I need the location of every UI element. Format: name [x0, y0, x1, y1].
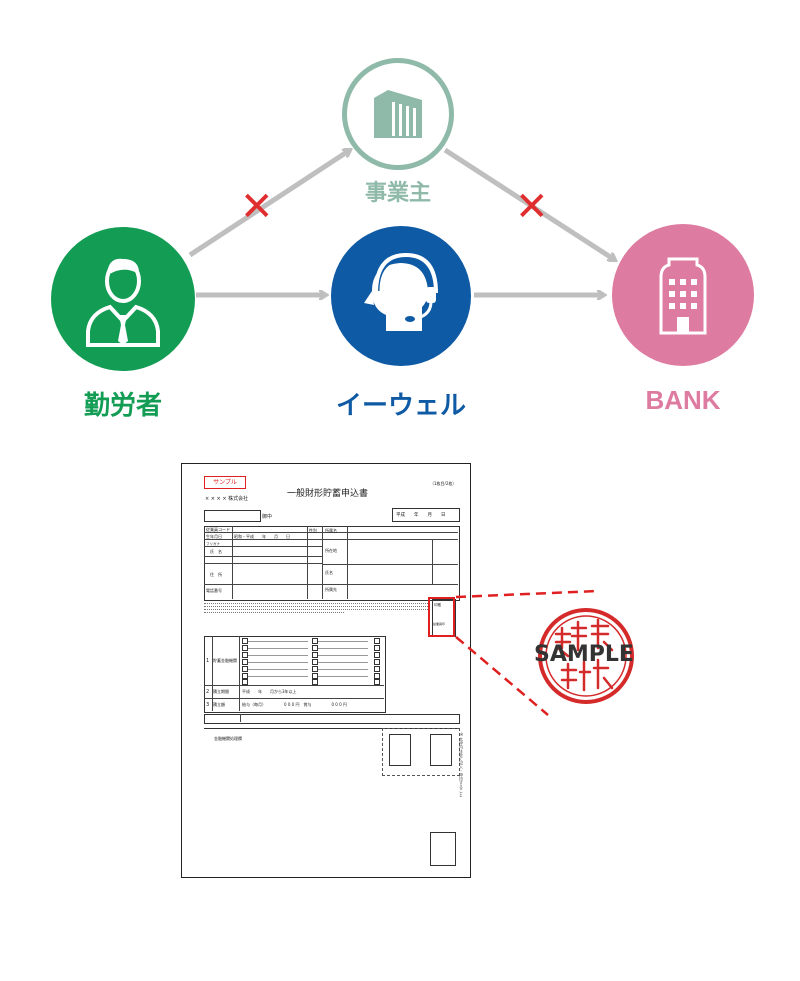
date-box	[392, 508, 460, 522]
section-number: 2	[206, 689, 210, 695]
bank-node	[612, 224, 754, 366]
building-icon	[374, 90, 422, 138]
flow-arrows	[188, 0, 800, 440]
arrow-worker-to-employer	[188, 150, 350, 258]
center-label: 所属名	[325, 528, 337, 533]
row-label: 従業員コード	[206, 527, 230, 532]
center-label: 所在地	[325, 548, 337, 553]
ewell-label: イーウェル	[335, 391, 466, 421]
row-label: 電話番号	[206, 588, 222, 593]
blocked-cross-icon: ✕	[515, 184, 549, 230]
row-label: 生年月日	[206, 534, 222, 539]
highlight-frame	[428, 597, 455, 637]
stamp-label: 印鑑	[434, 603, 441, 607]
section-number: 3	[206, 702, 210, 708]
section-number: 1	[206, 658, 210, 664]
birth-era: 昭和・平成 年 月 日	[234, 534, 290, 539]
seal-zoom: SAMPLE	[528, 598, 650, 716]
recipient-suffix: 御中	[262, 514, 273, 520]
zoom-connector	[455, 589, 599, 716]
section-name: 積立額	[213, 702, 225, 707]
row-label: 氏 名	[210, 549, 222, 554]
date-text: 平成 年 月 日	[396, 513, 446, 518]
bank-stamp-box	[430, 734, 452, 766]
stamp-note: 従業員印	[433, 622, 446, 626]
center-label: 性別	[309, 528, 317, 533]
headset-operator-icon	[364, 252, 438, 331]
bottom-bar	[204, 714, 460, 724]
sample-badge: サンプル	[204, 476, 246, 489]
employer-label: 事業主	[364, 181, 431, 206]
center-label: 氏名	[325, 570, 333, 575]
recipient-box	[204, 510, 261, 522]
red-seal-icon	[538, 608, 634, 704]
company-name: × × × × 株式会社	[205, 496, 249, 502]
application-form: サンプル 一般財形貯蓄申込書 （1枚目/2枚） × × × × 株式会社 御中 …	[181, 463, 471, 878]
bank-processing-label: 金融機関処理欄	[214, 736, 242, 741]
employer-node	[342, 58, 454, 170]
arrow-employer-to-bank	[443, 147, 615, 263]
row-label: フリガナ	[206, 542, 220, 546]
amount-text: 給与（毎月） 0 0 0 円 賞与 0 0 0 円	[242, 702, 347, 707]
person-icon	[86, 258, 160, 347]
section-table	[204, 636, 386, 713]
period-text: 平成 年 月から3年以上	[242, 689, 297, 694]
sample-watermark: SAMPLE	[534, 642, 634, 667]
bank-label: BANK	[645, 385, 721, 415]
bank-building-icon	[659, 257, 707, 335]
worker-node	[51, 227, 195, 371]
blocked-cross-icon: ✕	[240, 184, 274, 230]
ewell-node	[331, 226, 471, 366]
form-title: 一般財形貯蓄申込書	[287, 489, 369, 499]
processing-area	[382, 728, 460, 776]
vertical-note: ※太枠内は全て記入・押印すること	[459, 732, 464, 797]
worker-label: 勤労者	[83, 391, 162, 421]
section-name: 積立期間	[213, 689, 229, 694]
bank-stamp-box	[389, 734, 411, 766]
corner-note: （1枚目/2枚）	[430, 481, 457, 486]
final-stamp-box	[430, 832, 456, 866]
center-label: 所属先	[325, 587, 337, 592]
row-label: 住 所	[210, 572, 222, 577]
section-name: 貯蓄金融機関	[213, 658, 237, 663]
